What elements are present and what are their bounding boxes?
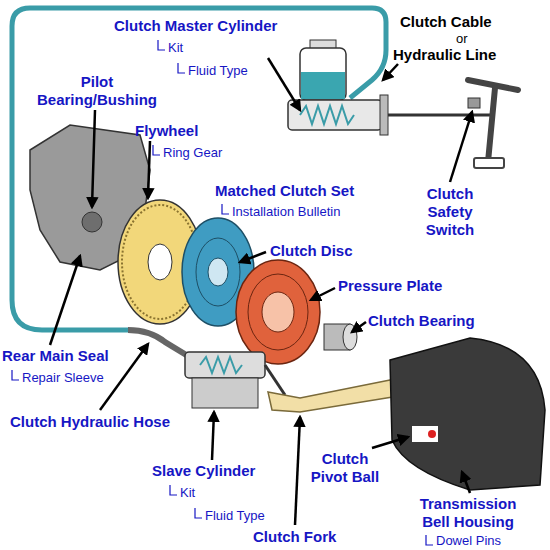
leader-arrows <box>50 58 472 525</box>
sub-label: Fluid Type <box>188 63 248 79</box>
sub-label: Kit <box>168 40 183 56</box>
part-label: Transmission Bell Housing <box>408 495 528 531</box>
fork-window <box>412 426 438 442</box>
bearing-face <box>343 324 357 350</box>
pedal-pad <box>474 158 504 168</box>
part-label: Clutch Hydraulic Hose <box>10 413 170 431</box>
leader-arrow <box>50 256 80 345</box>
slave-mount <box>192 378 258 408</box>
part-label: Clutch Pivot Ball <box>303 450 387 486</box>
part-label: Matched Clutch Set <box>215 182 354 200</box>
part-label: Clutch Safety Switch <box>418 185 482 239</box>
leader-arrow <box>240 252 266 262</box>
part-label: Pressure Plate <box>338 277 442 295</box>
sub-bracket <box>158 40 165 50</box>
leader-arrow <box>212 412 214 460</box>
plate-ring <box>248 274 308 350</box>
pressure-plate <box>236 260 320 364</box>
part-label: Rear Main Seal <box>2 347 109 365</box>
sub-label: Ring Gear <box>163 145 222 161</box>
sub-label: Installation Bulletin <box>232 204 340 220</box>
leader-arrow <box>462 472 470 493</box>
flywheel-hub <box>148 244 172 280</box>
part-label: Hydraulic Line <box>393 46 496 64</box>
plate-center <box>262 292 294 332</box>
part-label: Clutch Bearing <box>368 312 475 330</box>
safety-switch <box>468 98 480 108</box>
connector-word: or <box>456 31 468 47</box>
hydraulic-line <box>12 8 386 330</box>
leader-arrow <box>352 322 366 332</box>
part-label: Flywheel <box>135 122 198 140</box>
cylinder-flange <box>380 95 388 135</box>
part-label: Slave Cylinder <box>152 462 255 480</box>
pivot-ball <box>428 430 436 438</box>
leader-arrow <box>383 64 398 80</box>
reservoir-fluid <box>301 72 345 99</box>
disc-ring <box>196 238 240 306</box>
slave-spring <box>200 357 242 373</box>
pilot-bearing <box>82 212 102 232</box>
pedal-arm <box>488 88 495 162</box>
leader-arrow <box>295 417 300 525</box>
sub-bracket <box>170 485 177 495</box>
leader-arrow <box>92 110 95 207</box>
bell-housing <box>390 338 545 490</box>
push-rod <box>388 114 491 117</box>
sub-label: Fluid Type <box>205 508 265 524</box>
part-label: Clutch Cable <box>400 13 492 31</box>
slave-rod <box>265 365 285 395</box>
sub-label: Kit <box>180 485 195 501</box>
sub-bracket <box>153 145 160 155</box>
fluid-reservoir <box>300 48 346 100</box>
hydraulic-hose <box>128 330 188 356</box>
part-label: Pilot Bearing/Bushing <box>22 73 172 109</box>
sub-label: Dowel Pins <box>436 533 501 549</box>
disc-hub <box>208 258 228 286</box>
part-label: Clutch Disc <box>270 242 353 260</box>
leader-arrow <box>450 112 472 182</box>
cylinder-spring <box>300 106 354 124</box>
slave-cylinder-body <box>185 352 265 378</box>
leader-arrow <box>311 288 335 300</box>
leader-arrow <box>372 437 408 448</box>
sub-label: Repair Sleeve <box>22 370 104 386</box>
sub-bracket <box>426 535 433 545</box>
sub-bracket <box>222 204 229 214</box>
leader-arrow <box>148 141 150 198</box>
sub-bracket <box>195 508 202 518</box>
part-label: Clutch Fork <box>253 528 336 546</box>
sub-bracket <box>178 63 185 73</box>
sub-bracket <box>12 370 19 380</box>
master-cylinder-body <box>288 100 382 130</box>
leader-arrow <box>268 58 300 110</box>
part-label: Clutch Master Cylinder <box>114 17 277 35</box>
